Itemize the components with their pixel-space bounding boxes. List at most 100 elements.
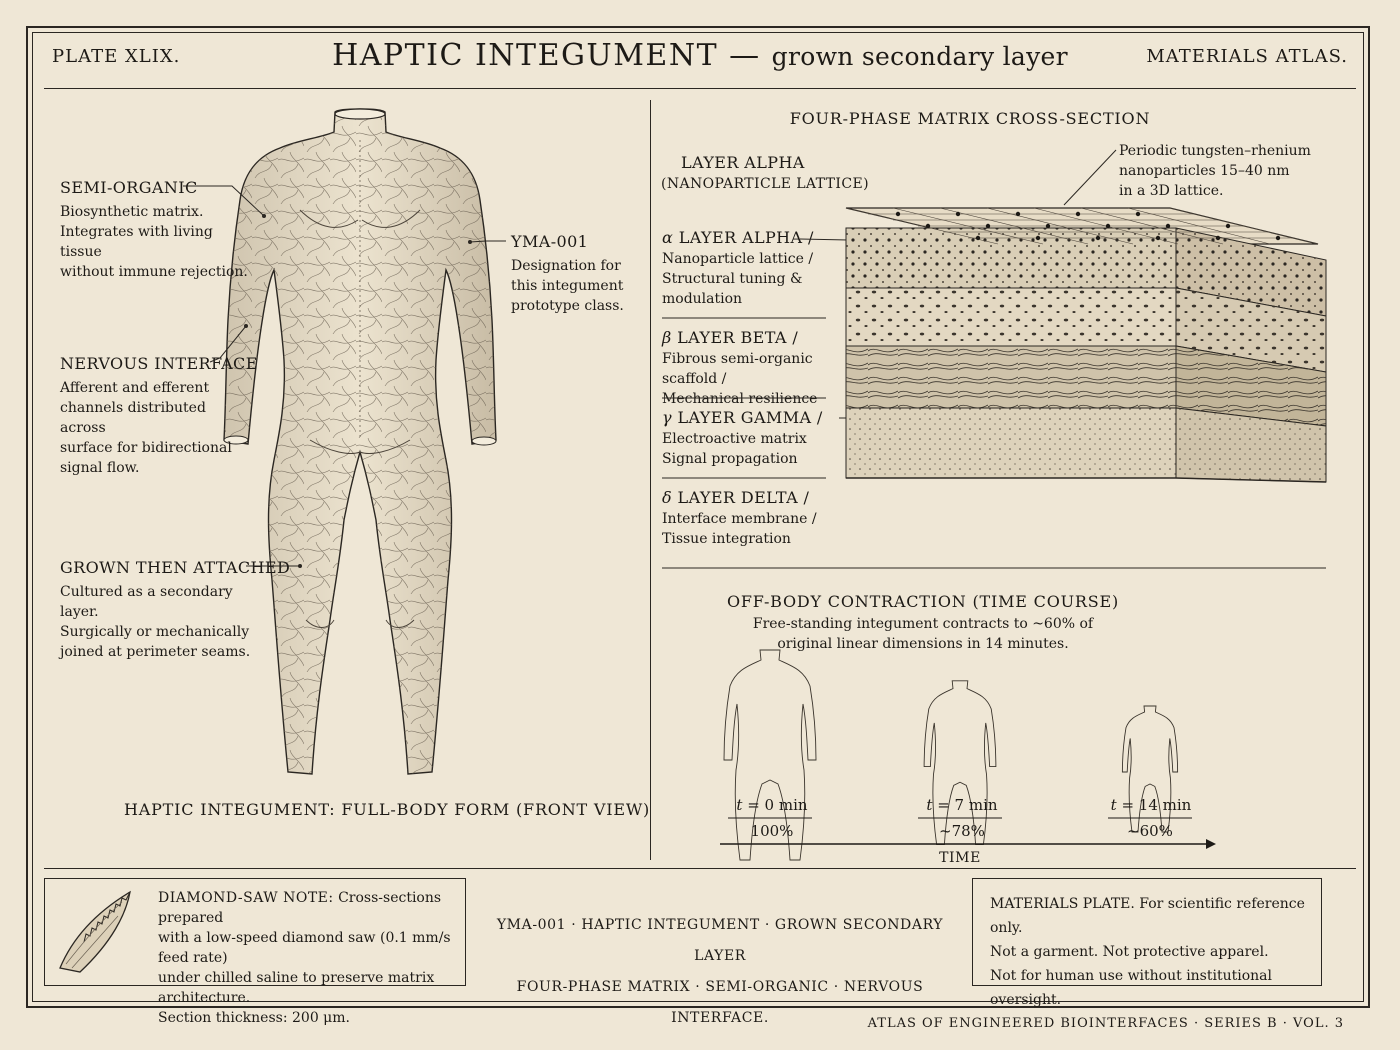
leader-dot: [298, 564, 302, 568]
callout-line: Biosynthetic matrix.: [60, 204, 204, 220]
layer-symbol: δ: [662, 488, 673, 507]
page-title: HAPTIC INTEGUMENT — grown secondary laye…: [0, 38, 1400, 73]
desc-line: Free-standing integument contracts to ~6…: [752, 616, 1094, 632]
callout-line: Designation for: [511, 258, 621, 274]
contraction-title: OFF-BODY CONTRACTION (TIME COURSE): [726, 592, 1120, 611]
callout-line: Afferent and efferent: [60, 380, 210, 396]
column-divider: [650, 100, 651, 860]
leader-dot: [468, 240, 472, 244]
leader-dot: [262, 214, 266, 218]
layer-symbol: α: [662, 228, 674, 247]
stage-2-percent: ~60%: [1127, 822, 1173, 840]
contraction-stages: [720, 649, 1216, 861]
saw-note-text: DIAMOND-SAW NOTE: Cross-sections prepare…: [158, 888, 464, 1028]
saw-note-line: under chilled saline to preserve matrix …: [158, 970, 435, 1006]
header-rule: [44, 88, 1356, 89]
callout-nervous-text: Afferent and efferent channels distribut…: [60, 378, 250, 478]
layer-line: Signal propagation: [662, 451, 798, 467]
cross-section-title: FOUR-PHASE MATRIX CROSS-SECTION: [789, 109, 1151, 128]
title-dash: —: [718, 38, 772, 73]
time-axis-label: TIME: [939, 850, 981, 866]
stage-figure-2: [1121, 705, 1179, 833]
layer-symbol: γ: [662, 408, 672, 427]
alpha-header: LAYER ALPHA: [681, 153, 805, 172]
footer-rule: [44, 868, 1356, 869]
layer-line: Structural tuning &: [662, 271, 803, 287]
leader-yma: [469, 240, 506, 243]
body-figure-caption: HAPTIC INTEGUMENT: FULL-BODY FORM (FRONT…: [124, 800, 651, 819]
block-side-face: [1175, 227, 1327, 483]
layer-name: LAYER GAMMA /: [677, 408, 823, 427]
callout-line: joined at perimeter seams.: [60, 644, 251, 660]
alpha-header-sub: (NANOPARTICLE LATTICE): [661, 176, 869, 192]
stage-figure-0: [723, 649, 817, 861]
stage-1-time: t = 7 min: [922, 796, 1002, 814]
plate-note-line: Not for human use without institutional …: [990, 968, 1272, 1008]
outer-frame: [26, 26, 1370, 1008]
plate-number: PLATE XLIX.: [52, 46, 181, 67]
saw-note-line: with a low-speed diamond saw (0.1 mm/s f…: [158, 930, 451, 966]
plate-note-line: For scientific reference only.: [990, 896, 1305, 936]
desc-line: original linear dimensions in 14 minutes…: [777, 636, 1069, 652]
stage-figure-1: [923, 680, 997, 846]
callout-line: Cultured as a secondary layer.: [60, 584, 233, 620]
layer-alpha-label: α LAYER ALPHA / Nanoparticle lattice / S…: [662, 228, 832, 309]
diamond-saw-icon: [59, 890, 131, 973]
plate-note-text: MATERIALS PLATE. For scientific referenc…: [990, 892, 1316, 1012]
callout-semi-organic-text: Biosynthetic matrix. Integrates with liv…: [60, 202, 250, 282]
saw-note-box: [44, 878, 466, 986]
layer-line: Fibrous semi-organic scaffold /: [662, 351, 813, 387]
matrix-block-illustration: [845, 207, 1327, 483]
callout-grown-text: Cultured as a secondary layer. Surgicall…: [60, 582, 260, 662]
time-var: t: [736, 796, 743, 814]
title-main: HAPTIC INTEGUMENT: [332, 38, 719, 73]
footer-center-lines: YMA-001 · HAPTIC INTEGUMENT · GROWN SECO…: [470, 910, 970, 1034]
stage-0-time: t = 0 min: [732, 796, 812, 814]
note-line: in a 3D lattice.: [1119, 183, 1224, 199]
callout-yma-title: YMA-001: [511, 232, 589, 251]
layer-delta-label: δ LAYER DELTA / Interface membrane / Tis…: [662, 488, 832, 549]
body-figure-illustration: [223, 108, 497, 775]
leader-semi-organic: [183, 185, 265, 217]
callout-line: this integument: [511, 278, 624, 294]
title-subtitle: grown secondary layer: [771, 42, 1068, 71]
plate-note-line: Not a garment. Not protective apparel.: [990, 944, 1269, 960]
layer-line: Nanoparticle lattice /: [662, 251, 814, 267]
stage-0-percent: 100%: [750, 822, 794, 840]
time-rest: = 0 min: [742, 796, 808, 814]
layer-line: Electroactive matrix: [662, 431, 807, 447]
nanoparticle-note: Periodic tungsten–rhenium nanoparticles …: [1119, 141, 1319, 201]
callout-line: Integrates with living tissue: [60, 224, 213, 260]
stage-figures: [723, 649, 1192, 861]
callout-semi-organic-title: SEMI-ORGANIC: [60, 178, 198, 197]
layer-symbol: β: [662, 328, 672, 347]
block-front-face: [845, 227, 1177, 479]
layer-name: LAYER ALPHA /: [678, 228, 814, 247]
callout-line: prototype class.: [511, 298, 624, 314]
saw-note-title: DIAMOND-SAW NOTE:: [158, 890, 334, 906]
callout-grown-title: GROWN THEN ATTACHED: [60, 558, 291, 577]
note-line: nanoparticles 15–40 nm: [1119, 163, 1290, 179]
callout-line: Surgically or mechanically: [60, 624, 250, 640]
callout-line: signal flow.: [60, 460, 140, 476]
note-line: Periodic tungsten–rhenium: [1119, 143, 1311, 159]
time-var: t: [926, 796, 933, 814]
publisher-label: MATERIALS ATLAS.: [1146, 46, 1348, 67]
layer-beta-label: β LAYER BETA / Fibrous semi-organic scaf…: [662, 328, 852, 409]
leader-nervous: [209, 325, 247, 363]
layer-gamma-label: γ LAYER GAMMA / Electroactive matrix Sig…: [662, 408, 832, 469]
callout-line: surface for bidirectional: [60, 440, 232, 456]
time-var: t: [1110, 796, 1117, 814]
callout-yma-text: Designation for this integument prototyp…: [511, 256, 631, 316]
stage-2-time: t = 14 min: [1106, 796, 1196, 814]
leader-dot: [244, 324, 248, 328]
contraction-desc: Free-standing integument contracts to ~6…: [700, 614, 1146, 654]
time-axis-arrow: [1206, 839, 1216, 849]
callout-nervous-title: NERVOUS INTERFACE: [60, 354, 258, 373]
plate-note-box: [972, 878, 1322, 986]
callout-line: without immune rejection.: [60, 264, 248, 280]
layer-name: LAYER BETA /: [677, 328, 799, 347]
layer-line: Interface membrane /: [662, 511, 817, 527]
